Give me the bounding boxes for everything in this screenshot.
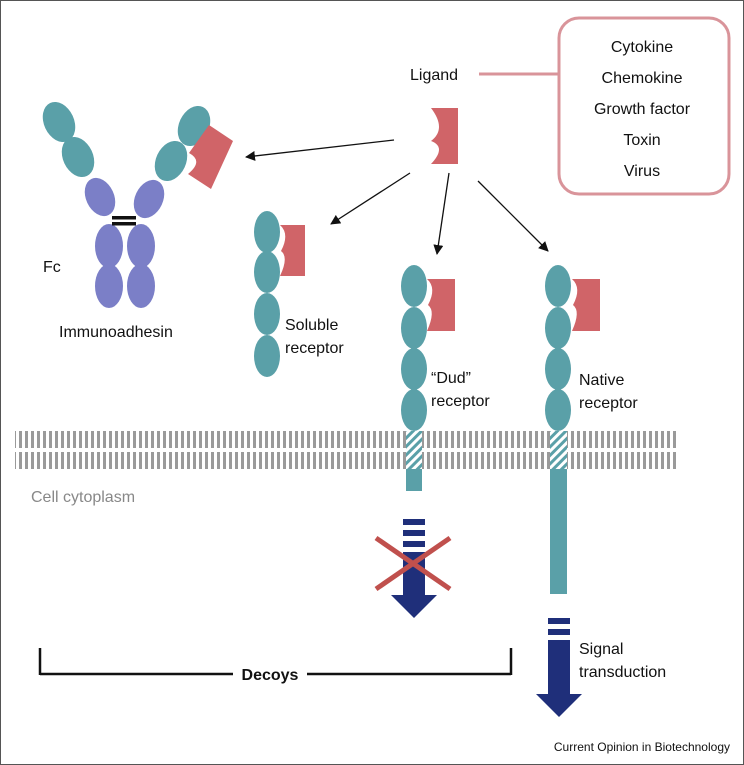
blocked-signal-arrow <box>374 519 452 618</box>
dud-receptor-label-2: receptor <box>431 393 490 410</box>
arrows <box>245 139 549 255</box>
immunoadhesin-label: Immunoadhesin <box>59 324 173 341</box>
arrow-to-native-receptor <box>477 180 549 252</box>
disulfide-bond <box>112 216 136 220</box>
soluble-receptor-label-1: Soluble <box>285 317 338 334</box>
native-receptor <box>545 265 600 594</box>
arrow-to-dud-receptor <box>433 172 450 255</box>
soluble-receptor <box>254 211 305 377</box>
signal-transduction-arrow <box>536 618 582 717</box>
dud-receptor-label-1: “Dud” <box>431 370 471 387</box>
cell-membrane <box>15 431 677 469</box>
ligand-type-4: Virus <box>624 163 660 180</box>
dud-receptor <box>401 265 455 491</box>
central-ligand <box>431 108 458 164</box>
arrow-to-soluble-receptor <box>330 172 411 225</box>
decoys-bracket <box>38 648 513 676</box>
native-receptor-label-2: receptor <box>579 395 638 412</box>
fc-label: Fc <box>43 259 61 276</box>
ligand-types-box: Cytokine Chemokine Growth factor Toxin V… <box>479 16 731 196</box>
dud-receptor-ligand <box>427 279 455 331</box>
native-receptor-label-1: Native <box>579 372 624 389</box>
signal-label-1: Signal <box>579 641 623 658</box>
soluble-receptor-ligand <box>280 225 305 276</box>
arrow-to-immunoadhesin <box>245 139 395 161</box>
signal-label-2: transduction <box>579 664 666 681</box>
ligand-type-0: Cytokine <box>611 39 673 56</box>
ligand-type-3: Toxin <box>623 132 660 149</box>
ligand-type-2: Growth factor <box>594 101 691 118</box>
decoys-label: Decoys <box>242 667 299 684</box>
credit-text: Current Opinion in Biotechnology <box>554 740 730 754</box>
cytoplasm-label: Cell cytoplasm <box>31 489 135 506</box>
native-receptor-ligand <box>572 279 600 331</box>
immunoadhesin-ligand <box>188 125 233 189</box>
soluble-receptor-label-2: receptor <box>285 340 344 357</box>
ligand-type-1: Chemokine <box>602 70 683 87</box>
ligand-label: Ligand <box>410 67 458 84</box>
immunoadhesin-molecule <box>42 101 233 308</box>
